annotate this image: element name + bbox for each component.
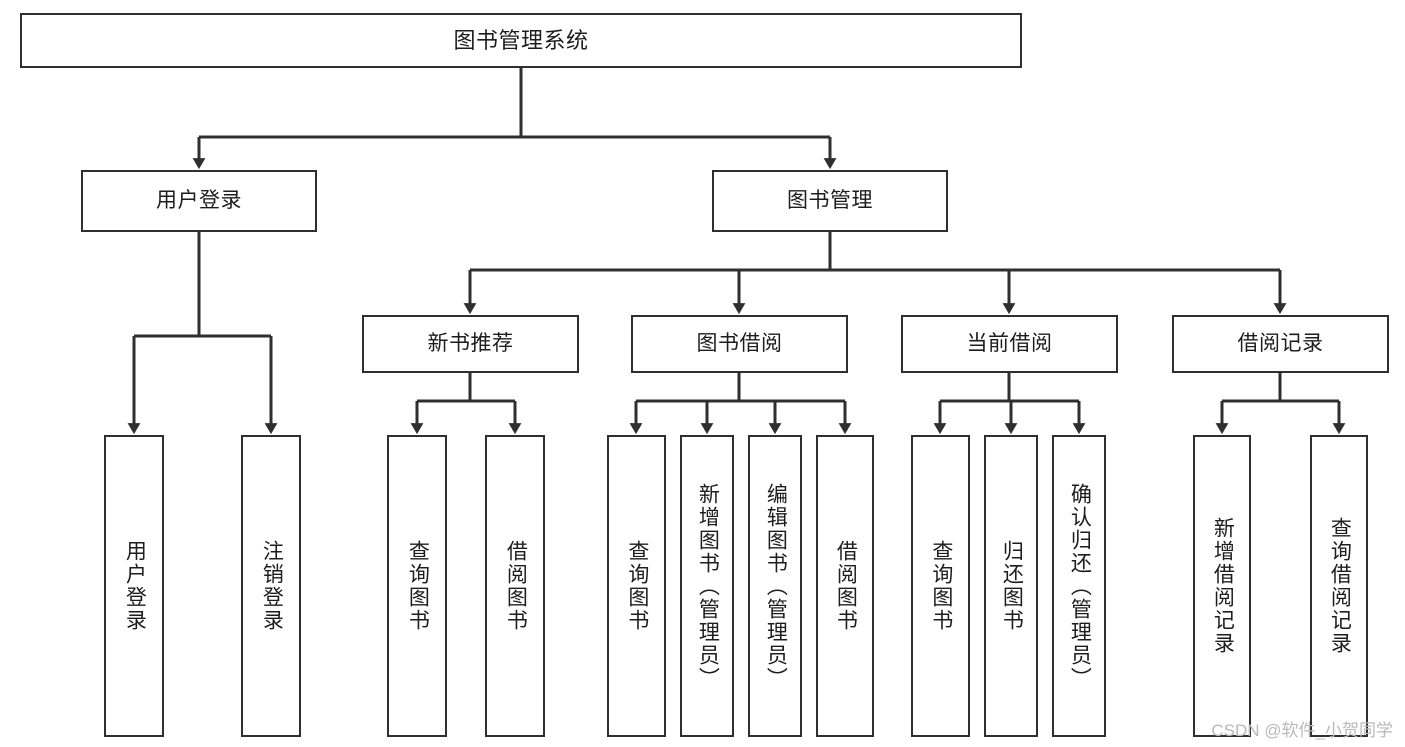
leaf-add-book-admin[interactable]: 新增图书（管理员） — [680, 435, 734, 737]
leaf-query-book-current[interactable]: 查询图书 — [911, 435, 970, 737]
leaf-logout[interactable]: 注销登录 — [241, 435, 301, 737]
leaf-borrow-book-newbook-label: 借阅图书 — [504, 540, 528, 632]
leaf-query-book-borrow[interactable]: 查询图书 — [607, 435, 666, 737]
leaf-borrow-book-label: 借阅图书 — [834, 540, 858, 632]
node-current-borrow-label: 当前借阅 — [966, 331, 1053, 355]
leaf-user-login-label: 用户登录 — [123, 540, 147, 632]
leaf-confirm-return-admin-label: 确认归还（管理员） — [1068, 482, 1092, 690]
leaf-edit-book-admin-label: 编辑图书（管理员） — [764, 482, 788, 690]
leaf-edit-book-admin[interactable]: 编辑图书（管理员） — [748, 435, 802, 737]
leaf-borrow-book[interactable]: 借阅图书 — [816, 435, 874, 737]
node-user-login[interactable]: 用户登录 — [81, 170, 317, 232]
leaf-confirm-return-admin[interactable]: 确认归还（管理员） — [1052, 435, 1106, 737]
leaf-query-book-current-label: 查询图书 — [929, 540, 953, 632]
node-book-borrow-label: 图书借阅 — [696, 331, 783, 355]
leaf-query-book-borrow-label: 查询图书 — [625, 540, 649, 632]
leaf-query-book-newbook[interactable]: 查询图书 — [387, 435, 447, 737]
node-user-login-label: 用户登录 — [156, 188, 242, 212]
leaf-user-login[interactable]: 用户登录 — [104, 435, 164, 737]
leaf-query-borrow-record-label: 查询借阅记录 — [1328, 517, 1352, 655]
node-root[interactable]: 图书管理系统 — [20, 13, 1022, 68]
leaf-add-borrow-record-label: 新增借阅记录 — [1211, 517, 1235, 655]
leaf-add-book-admin-label: 新增图书（管理员） — [696, 482, 720, 690]
node-new-book-recommend[interactable]: 新书推荐 — [362, 315, 579, 373]
node-root-label: 图书管理系统 — [453, 27, 589, 53]
leaf-return-book-label: 归还图书 — [1000, 540, 1024, 632]
watermark: CSDN @软件_小贺同学 — [1211, 721, 1393, 740]
leaf-borrow-book-newbook[interactable]: 借阅图书 — [485, 435, 545, 737]
leaf-add-borrow-record[interactable]: 新增借阅记录 — [1193, 435, 1251, 737]
leaf-query-book-newbook-label: 查询图书 — [406, 540, 430, 632]
leaf-return-book[interactable]: 归还图书 — [984, 435, 1038, 737]
node-borrow-records[interactable]: 借阅记录 — [1172, 315, 1389, 373]
node-current-borrow[interactable]: 当前借阅 — [901, 315, 1118, 373]
leaf-logout-label: 注销登录 — [260, 540, 284, 632]
node-borrow-records-label: 借阅记录 — [1237, 331, 1324, 355]
node-book-management[interactable]: 图书管理 — [712, 170, 948, 232]
node-new-book-recommend-label: 新书推荐 — [427, 331, 514, 355]
node-book-borrow[interactable]: 图书借阅 — [631, 315, 848, 373]
node-book-management-label: 图书管理 — [787, 188, 873, 212]
leaf-query-borrow-record[interactable]: 查询借阅记录 — [1310, 435, 1368, 737]
